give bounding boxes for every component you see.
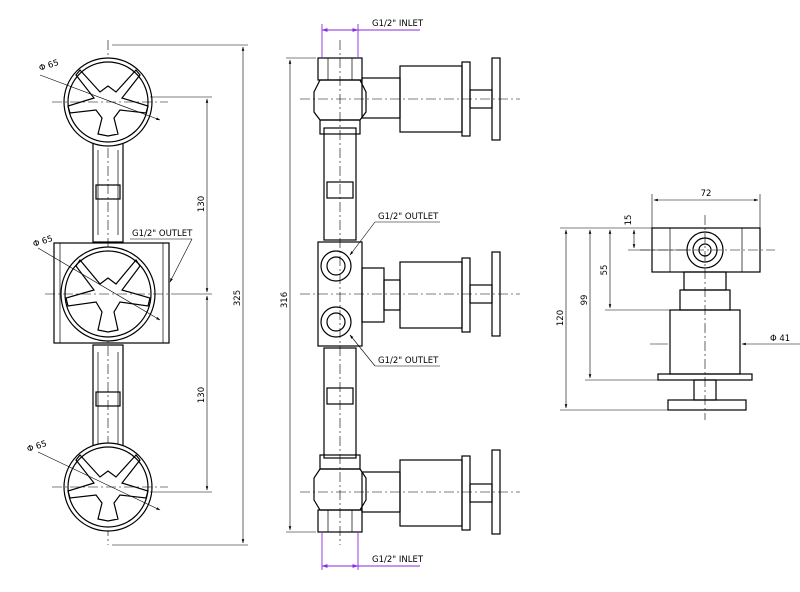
front-mid-body bbox=[53, 242, 170, 344]
front-dia-top-label: Φ 65 bbox=[38, 58, 60, 74]
detail-dia-41-label: Φ 41 bbox=[770, 334, 790, 344]
side-inlet-bottom-dimension: G1/2" INLET bbox=[321, 532, 424, 570]
front-spacing-upper: 130 bbox=[197, 196, 207, 212]
front-overall-height: 325 bbox=[233, 290, 243, 306]
front-handle-bottom bbox=[52, 442, 168, 532]
side-mid-body bbox=[300, 241, 520, 347]
front-outlet-label: G1/2" OUTLET bbox=[132, 229, 193, 239]
detail-d99-label: 99 bbox=[580, 295, 590, 306]
detail-width-label: 72 bbox=[701, 189, 712, 199]
front-handle-top bbox=[52, 57, 168, 147]
side-outlet-lower-label: G1/2" OUTLET bbox=[378, 356, 439, 366]
side-view: G1/2" INLET G1/2" INLET G1/2" OUTLET G1/… bbox=[280, 19, 520, 570]
front-dia-mid-label: Φ 65 bbox=[32, 234, 54, 250]
side-inlet-top-label: G1/2" INLET bbox=[372, 19, 424, 29]
side-bottom-body bbox=[300, 449, 520, 535]
front-dia-bot-label: Φ 65 bbox=[26, 439, 48, 455]
side-outlet-upper-label: G1/2" OUTLET bbox=[378, 212, 439, 222]
side-overall-height: 316 bbox=[280, 292, 290, 308]
detail-view: 72 15 55 99 120 Φ 41 bbox=[556, 189, 800, 420]
side-top-body bbox=[300, 57, 520, 141]
front-view: Φ 65 Φ 65 Φ 65 G1/2" OUTLET 130 130 325 bbox=[26, 40, 248, 546]
detail-d55-label: 55 bbox=[600, 265, 610, 276]
detail-d120-label: 120 bbox=[556, 310, 566, 326]
side-inlet-bottom-label: G1/2" INLET bbox=[372, 555, 424, 565]
front-handle-mid bbox=[45, 246, 175, 342]
detail-d15-label: 15 bbox=[624, 215, 634, 226]
side-inlet-top-dimension: G1/2" INLET bbox=[321, 19, 424, 58]
front-spacing-lower: 130 bbox=[197, 387, 207, 403]
